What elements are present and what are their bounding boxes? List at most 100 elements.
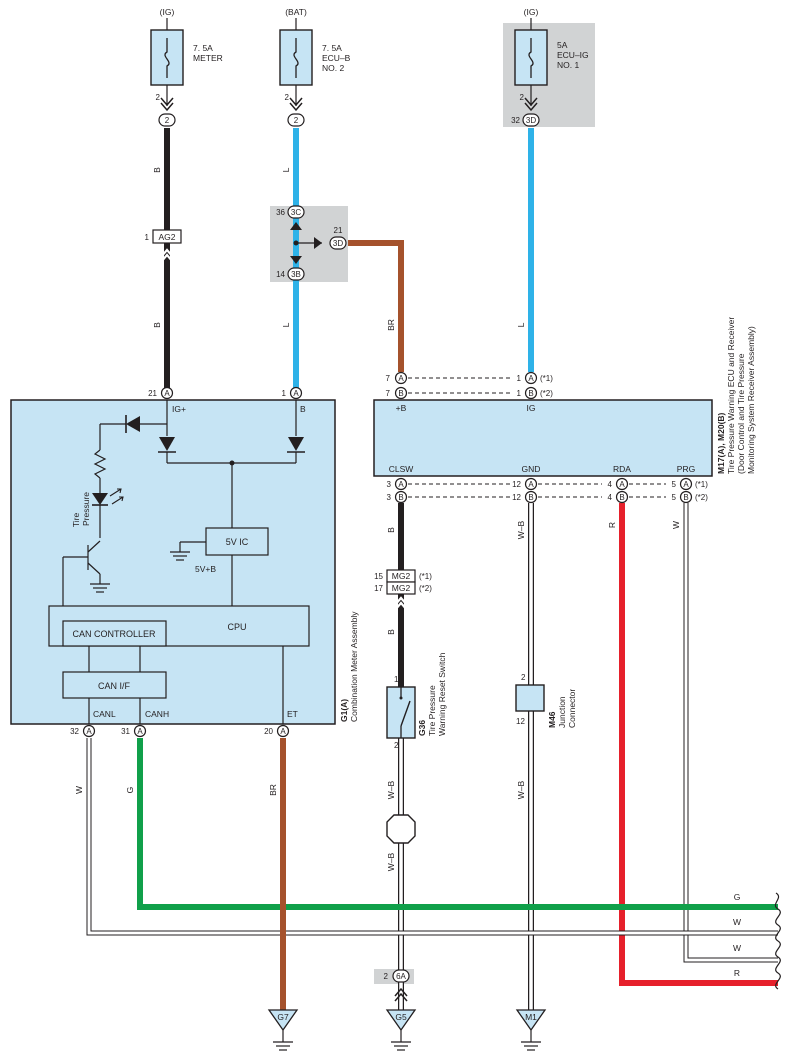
svg-text:12: 12 bbox=[512, 480, 521, 489]
switch-id: G36 bbox=[417, 720, 427, 736]
svg-text:IG: IG bbox=[527, 403, 536, 413]
svg-text:3B: 3B bbox=[291, 270, 301, 279]
switch-name2: Warning Reset Switch bbox=[437, 652, 447, 736]
svg-text:PRG: PRG bbox=[677, 464, 695, 474]
ecu-name: Tire Pressure Warning ECU and Receiver bbox=[726, 317, 736, 474]
fuse-ecub-pin: 2 bbox=[285, 93, 290, 102]
svg-text:B: B bbox=[619, 493, 624, 502]
svg-text:5: 5 bbox=[672, 480, 677, 489]
wire-label: B bbox=[152, 167, 162, 173]
svg-text:2: 2 bbox=[384, 972, 389, 981]
svg-text:31: 31 bbox=[121, 727, 130, 736]
fuse-meter-supply: (IG) bbox=[160, 7, 175, 17]
svg-text:4: 4 bbox=[608, 480, 613, 489]
fuse-ecub-conn: 2 bbox=[294, 116, 299, 125]
wire-label: L bbox=[516, 322, 526, 327]
junction-connector-m46: 2 12 M46 Junction Connector bbox=[515, 673, 577, 728]
svg-text:CLSW: CLSW bbox=[389, 464, 414, 474]
svg-text:1: 1 bbox=[145, 233, 150, 242]
svg-text:B: B bbox=[528, 389, 533, 398]
wire-label: L bbox=[281, 322, 291, 327]
wire-label: W bbox=[671, 521, 681, 529]
svg-text:MG2: MG2 bbox=[392, 583, 411, 593]
jconn-name: Junction bbox=[557, 696, 567, 728]
cpu-label: CPU bbox=[227, 622, 246, 632]
svg-text:B: B bbox=[398, 493, 403, 502]
svg-text:6A: 6A bbox=[396, 972, 406, 981]
connector-mg2: MG2 15 (*1) MG2 17 (*2) bbox=[374, 569, 432, 611]
meter-name: Combination Meter Assembly bbox=[349, 611, 359, 722]
jconn-name2: Connector bbox=[567, 689, 577, 728]
wire-br-plus-b bbox=[348, 240, 404, 372]
combination-meter: A 21 IG+ A 1 B A 32 CANL A 31 CANH A 20 … bbox=[10, 386, 359, 738]
diode-led-icon bbox=[126, 416, 140, 432]
splice-point-icon bbox=[386, 814, 416, 844]
svg-text:B: B bbox=[398, 389, 403, 398]
svg-text:ET: ET bbox=[287, 709, 298, 719]
svg-text:W: W bbox=[733, 943, 741, 953]
svg-text:IG+: IG+ bbox=[172, 404, 186, 414]
svg-text:12: 12 bbox=[516, 717, 525, 726]
svg-text:B: B bbox=[683, 493, 688, 502]
switch-contact-icon bbox=[400, 700, 411, 727]
wire-break-icon bbox=[774, 892, 781, 990]
wire-label: B bbox=[152, 322, 162, 328]
fuse-meter-name: METER bbox=[193, 53, 223, 63]
svg-text:W: W bbox=[733, 917, 741, 927]
fuse-ecub: (BAT) 7. 5A ECU–B NO. 2 2 2 bbox=[279, 7, 351, 127]
fuse-ecuig-pin: 2 bbox=[520, 93, 525, 102]
wire-label: W–B bbox=[516, 520, 526, 539]
wire-canl-w bbox=[86, 738, 778, 936]
fuse-ecuig-supply: (IG) bbox=[524, 7, 539, 17]
svg-text:M1: M1 bbox=[525, 1012, 537, 1022]
svg-text:A: A bbox=[683, 480, 689, 489]
switch-name: Tire Pressure bbox=[427, 685, 437, 736]
svg-text:1: 1 bbox=[517, 389, 522, 398]
wire-prg-w bbox=[683, 503, 778, 963]
wire-label: BR bbox=[268, 784, 278, 796]
wire-canh-g bbox=[137, 738, 778, 910]
wire-label: B bbox=[386, 527, 396, 533]
connector-6a: 6A 2 bbox=[384, 969, 410, 1002]
svg-text:B: B bbox=[300, 404, 306, 414]
svg-text:4: 4 bbox=[608, 493, 613, 502]
fuse-ecub-supply: (BAT) bbox=[285, 7, 307, 17]
svg-text:Tire: Tire bbox=[71, 513, 81, 528]
svg-text:A: A bbox=[164, 389, 170, 398]
svg-text:3D: 3D bbox=[333, 239, 343, 248]
fuse-meter-conn: 2 bbox=[165, 116, 170, 125]
svg-text:AG2: AG2 bbox=[158, 232, 175, 242]
fuse-ecuig-name2: NO. 1 bbox=[557, 60, 579, 70]
svg-text:(*2): (*2) bbox=[695, 493, 708, 502]
svg-text:(*1): (*1) bbox=[540, 374, 553, 383]
svg-text:7: 7 bbox=[386, 374, 391, 383]
diode-b-icon bbox=[288, 437, 304, 451]
svg-text:20: 20 bbox=[264, 727, 273, 736]
svg-text:12: 12 bbox=[512, 493, 521, 502]
svg-text:A: A bbox=[280, 727, 286, 736]
fuse-meter-pin: 2 bbox=[156, 93, 161, 102]
svg-text:3: 3 bbox=[387, 493, 392, 502]
svg-text:R: R bbox=[734, 968, 740, 978]
svg-text:GND: GND bbox=[522, 464, 541, 474]
svg-text:+B: +B bbox=[396, 403, 407, 413]
fuse-ecuig-conn: 3D bbox=[526, 116, 536, 125]
wire-label: W–B bbox=[386, 780, 396, 799]
svg-text:A: A bbox=[137, 727, 143, 736]
fuse-ecub-name2: NO. 2 bbox=[322, 63, 344, 73]
svg-text:1: 1 bbox=[517, 374, 522, 383]
meter-id: G1(A) bbox=[339, 699, 349, 722]
jconn-id: M46 bbox=[547, 711, 557, 728]
can-if-label: CAN I/F bbox=[98, 681, 131, 691]
tire-pressure-led-icon bbox=[92, 493, 108, 505]
svg-text:2: 2 bbox=[394, 741, 399, 750]
svg-text:A: A bbox=[619, 480, 625, 489]
svg-text:MG2: MG2 bbox=[392, 571, 411, 581]
wire-label: W bbox=[74, 786, 84, 794]
wire-rda-r bbox=[619, 503, 778, 986]
svg-text:(*2): (*2) bbox=[540, 389, 553, 398]
connector-ag2: AG2 1 bbox=[145, 229, 182, 263]
svg-text:A: A bbox=[398, 480, 404, 489]
wire-label: BR bbox=[386, 319, 396, 331]
